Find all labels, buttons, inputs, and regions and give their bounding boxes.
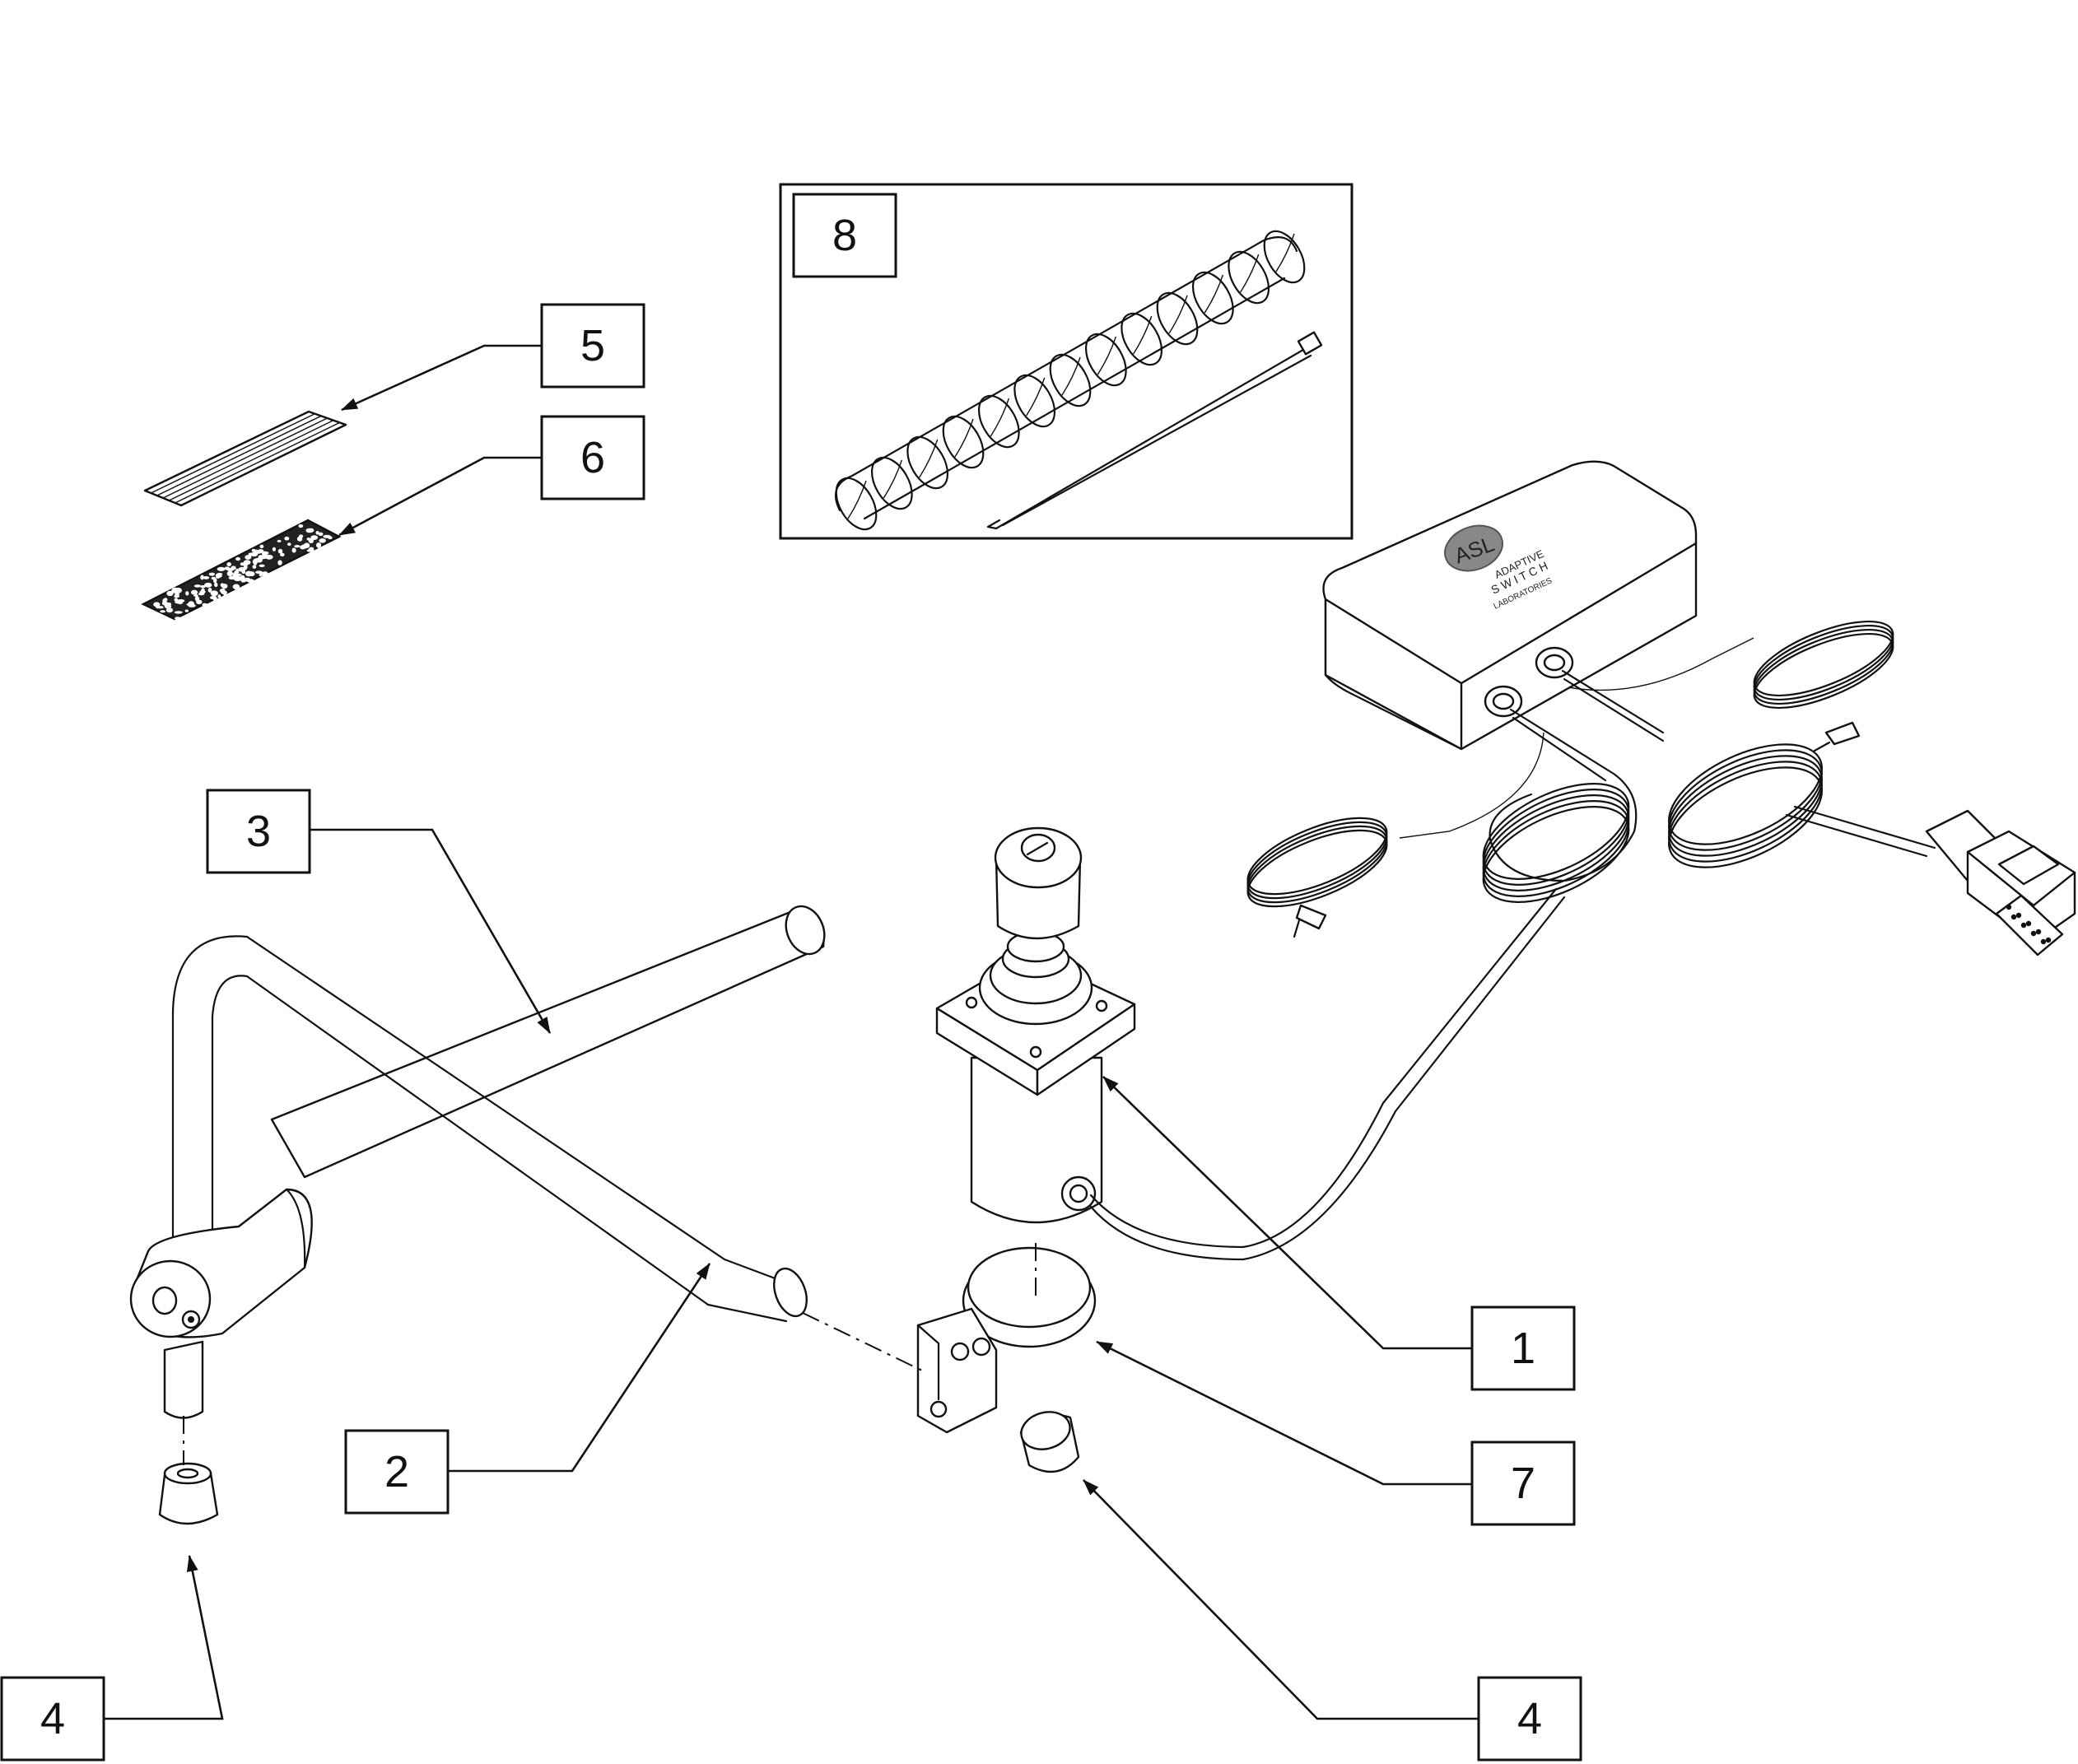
- part-7-ring-clamp: [916, 1246, 1097, 1434]
- cables: [1089, 620, 1936, 1261]
- leader-1: [1102, 1076, 1472, 1350]
- callout-7: 7: [1470, 1441, 1576, 1526]
- callout-2-label: 2: [384, 1447, 409, 1496]
- callout-3: 3: [206, 789, 311, 874]
- leader-6: [338, 456, 542, 537]
- leader-2: [446, 1263, 711, 1473]
- callout-4-right-label: 4: [1517, 1694, 1542, 1743]
- leader-lines: [104, 344, 1478, 1720]
- callout-4-left: 4: [0, 1676, 105, 1762]
- part-4-cap-left: [158, 1462, 219, 1525]
- part-6-loop-strip: [141, 519, 342, 621]
- callout-5-label: 5: [580, 321, 605, 370]
- leader-4-left: [104, 1555, 224, 1720]
- callout-7-label: 7: [1511, 1459, 1535, 1508]
- callout-5: 5: [540, 303, 645, 389]
- callout-4-left-label: 4: [40, 1694, 65, 1743]
- part-3-mounting-rod: [129, 905, 826, 1419]
- leader-4-right: [1083, 1479, 1478, 1720]
- part-4-cap-right: [1019, 1411, 1080, 1473]
- part-8-kit-box: [779, 183, 1353, 540]
- leader-7: [1096, 1340, 1472, 1486]
- part-5-hook-strip: [143, 410, 347, 507]
- callout-1-label: 1: [1511, 1324, 1535, 1373]
- part-1-joystick: [935, 826, 1136, 1224]
- db9-connector: [1925, 809, 2076, 956]
- callout-1: 1: [1470, 1306, 1576, 1391]
- callout-4-right: 4: [1477, 1676, 1582, 1762]
- leader-3: [309, 828, 552, 1034]
- callout-6-label: 6: [580, 433, 605, 482]
- callout-6: 6: [540, 415, 645, 500]
- interface-box: ASL ADAPTIVE S W I T C H LABORATORIES: [1322, 460, 1698, 751]
- callout-2: 2: [344, 1429, 450, 1515]
- callout-8: 8: [792, 193, 897, 278]
- leader-5: [341, 344, 542, 412]
- callout-3-label: 3: [246, 807, 271, 856]
- callout-8-label: 8: [832, 211, 857, 260]
- cable-tie: [986, 331, 1323, 530]
- spiral-wrap: [834, 230, 1306, 531]
- align-line-rod-clamp: [802, 1312, 923, 1371]
